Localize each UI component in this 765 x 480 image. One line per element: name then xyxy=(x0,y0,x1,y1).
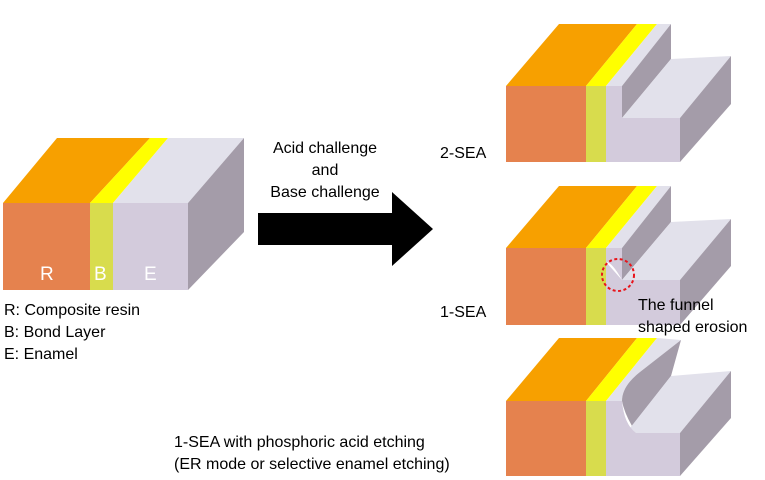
bond-top-face xyxy=(586,24,657,86)
one-sea-etch-label-line-2: (ER mode or selective enamel etching) xyxy=(174,456,450,473)
erosion-note-line-2: shaped erosion xyxy=(638,319,748,336)
enamel-step-top xyxy=(606,186,671,248)
enamel-side-face xyxy=(680,219,731,325)
enamel-front-face xyxy=(113,203,188,290)
resin-top-face xyxy=(506,338,637,401)
original-specimen-block xyxy=(3,138,244,290)
enamel-lower-top xyxy=(622,56,731,118)
funnel-wedge-face xyxy=(606,248,622,280)
bond-top-face xyxy=(586,338,657,401)
enamel-lower-top xyxy=(626,371,731,433)
enamel-side-face xyxy=(680,56,731,162)
bond-front-face xyxy=(586,248,606,325)
arrow-caption-line-1: Acid challenge xyxy=(272,140,378,157)
bond-front-face xyxy=(90,203,113,290)
resin-front-face xyxy=(506,248,586,325)
resin-top-face xyxy=(506,24,637,86)
one-sea-label: 1-SEA xyxy=(440,304,487,321)
enamel-lower-top xyxy=(622,219,731,280)
resin-front-face xyxy=(506,401,586,476)
one-sea-specimen-block xyxy=(506,186,731,325)
legend-item-enamel: E: Enamel xyxy=(4,346,78,363)
enamel-step-top xyxy=(606,24,671,86)
enamel-step-wall xyxy=(622,186,671,280)
enamel-front-face xyxy=(606,262,680,325)
legend-item-resin: R: Composite resin xyxy=(4,302,141,319)
letter-e-label: E xyxy=(144,264,157,285)
bond-top-face xyxy=(586,186,657,248)
enamel-front-face xyxy=(606,86,680,162)
arrow-caption-line-2: and xyxy=(311,162,339,179)
resin-top-face xyxy=(506,186,637,248)
enamel-side-face xyxy=(188,138,244,290)
letter-r-label: R xyxy=(40,264,54,285)
bond-front-face xyxy=(586,86,606,162)
one-sea-etched-specimen-block xyxy=(506,338,731,476)
resin-top-face xyxy=(3,138,150,203)
enamel-front-face xyxy=(606,401,680,476)
enamel-rounded-wall xyxy=(622,340,681,426)
resin-front-face xyxy=(506,86,586,162)
resin-front-face xyxy=(3,203,90,290)
two-sea-label: 2-SEA xyxy=(440,145,487,162)
bond-top-face xyxy=(90,138,168,203)
process-arrow xyxy=(258,192,433,266)
enamel-step-wall xyxy=(622,24,671,118)
enamel-top-face xyxy=(113,138,244,203)
arrow-caption-line-3: Base challenge xyxy=(270,184,380,201)
funnel-erosion-marker xyxy=(601,258,635,292)
one-sea-etch-label-line-1: 1-SEA with phosphoric acid etching xyxy=(174,434,425,451)
erosion-note-line-1: The funnel xyxy=(638,297,714,314)
enamel-side-face xyxy=(680,371,731,476)
bond-front-face xyxy=(586,401,606,476)
enamel-rounded-top xyxy=(606,338,681,401)
two-sea-specimen-block xyxy=(506,24,731,162)
legend-item-bond: B: Bond Layer xyxy=(4,324,106,341)
letter-b-label: B xyxy=(94,264,107,285)
